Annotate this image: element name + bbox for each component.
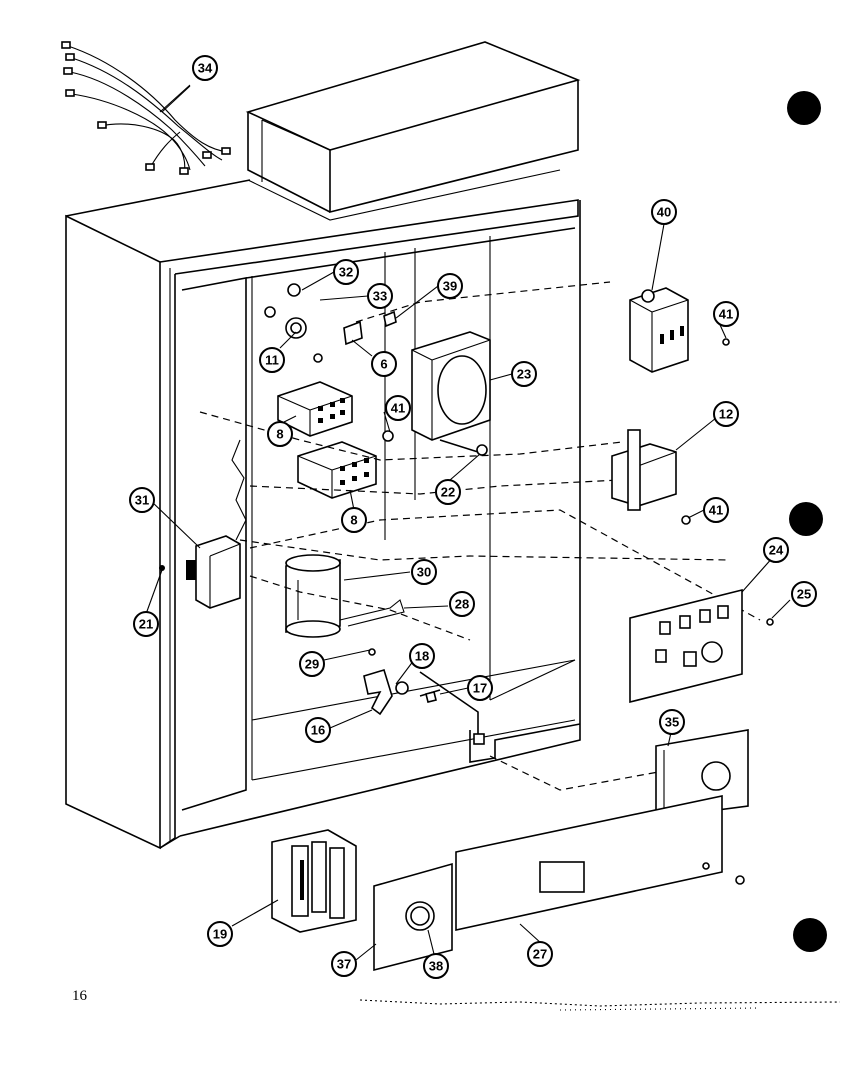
binder-hole-top: [787, 91, 821, 125]
callout-34: 34: [192, 55, 218, 81]
callout-8-lower: 8: [341, 507, 367, 533]
svg-text:12: 12: [719, 407, 733, 422]
svg-text:39: 39: [443, 279, 457, 294]
callout-37: 37: [331, 951, 357, 977]
callout-22: 22: [435, 479, 461, 505]
svg-text:27: 27: [533, 947, 547, 962]
svg-text:41: 41: [719, 307, 733, 322]
svg-text:22: 22: [441, 485, 455, 500]
callout-18: 18: [409, 643, 435, 669]
callout-35: 35: [659, 709, 685, 735]
callout-39: 39: [437, 273, 463, 299]
svg-text:21: 21: [139, 617, 153, 632]
callout-28: 28: [449, 591, 475, 617]
callout-41-right: 41: [703, 497, 729, 523]
svg-text:11: 11: [265, 353, 279, 368]
components: [159, 283, 491, 745]
right-parts: [271, 287, 774, 972]
callout-40: 40: [651, 199, 677, 225]
svg-text:18: 18: [415, 649, 429, 664]
callout-11: 11: [259, 347, 285, 373]
callout-33: 33: [367, 283, 393, 309]
page-number: 16: [72, 988, 87, 1004]
svg-text:28: 28: [455, 597, 469, 612]
callout-leaders: [145, 85, 791, 961]
svg-text:40: 40: [657, 205, 671, 220]
svg-text:38: 38: [429, 959, 443, 974]
callout-31: 31: [129, 487, 155, 513]
svg-text:33: 33: [373, 289, 387, 304]
svg-text:25: 25: [797, 587, 811, 602]
svg-text:29: 29: [305, 657, 319, 672]
callout-16: 16: [305, 717, 331, 743]
svg-text:23: 23: [517, 367, 531, 382]
svg-text:31: 31: [135, 493, 149, 508]
callout-12: 12: [713, 401, 739, 427]
callout-41-top-right: 41: [713, 301, 739, 327]
wire-harness: [61, 41, 231, 175]
svg-text:8: 8: [276, 427, 283, 442]
callout-41-center: 41: [385, 395, 411, 421]
svg-text:30: 30: [417, 565, 431, 580]
callout-29: 29: [299, 651, 325, 677]
callout-32: 32: [333, 259, 359, 285]
svg-text:8: 8: [350, 513, 357, 528]
svg-text:16: 16: [311, 723, 325, 738]
callout-8-upper: 8: [267, 421, 293, 447]
cabinet: [65, 179, 581, 850]
svg-text:17: 17: [473, 681, 487, 696]
top-duct: [245, 41, 581, 221]
binder-hole-bottom: [793, 918, 827, 952]
callout-23: 23: [511, 361, 537, 387]
callout-27: 27: [527, 941, 553, 967]
callout-30: 30: [411, 559, 437, 585]
svg-text:34: 34: [198, 61, 213, 76]
svg-text:24: 24: [769, 543, 784, 558]
svg-text:19: 19: [213, 927, 227, 942]
callout-19: 19: [207, 921, 233, 947]
callout-25: 25: [791, 581, 817, 607]
callout-24: 24: [763, 537, 789, 563]
svg-text:41: 41: [709, 503, 723, 518]
svg-text:35: 35: [665, 715, 679, 730]
svg-text:37: 37: [337, 957, 351, 972]
callout-21: 21: [133, 611, 159, 637]
binder-hole-middle: [789, 502, 823, 536]
callout-17: 17: [467, 675, 493, 701]
callout-6: 6: [371, 351, 397, 377]
svg-text:6: 6: [380, 357, 387, 372]
svg-text:32: 32: [339, 265, 353, 280]
svg-text:41: 41: [391, 401, 405, 416]
scan-noise: [359, 999, 841, 1011]
callout-38: 38: [423, 953, 449, 979]
